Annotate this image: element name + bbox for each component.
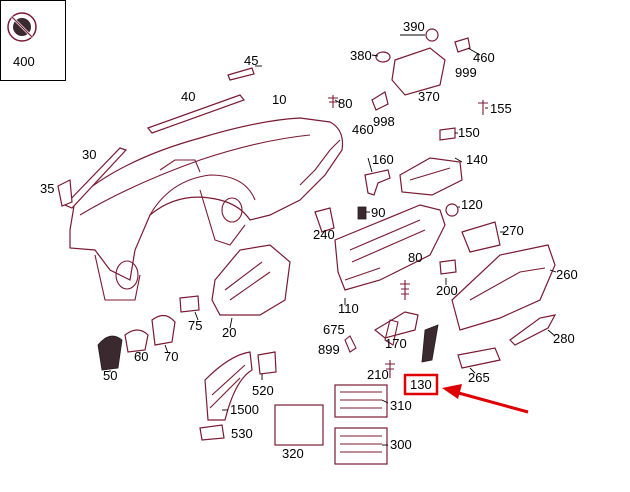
callout-80: 80 xyxy=(338,96,352,111)
part-120 xyxy=(445,203,459,217)
part-530 xyxy=(199,424,225,441)
callout-70: 70 xyxy=(164,349,178,364)
red-arrow-shaft xyxy=(454,390,529,414)
screw-210 xyxy=(385,360,395,378)
callout-140: 140 xyxy=(466,152,488,167)
part-200 xyxy=(439,259,457,275)
trim-30 xyxy=(63,147,128,209)
callout-1500: 1500 xyxy=(230,402,259,417)
vent-50 xyxy=(97,335,123,371)
callout-labels: 390 380 460 999 370 80 155 998 460 150 4… xyxy=(40,19,578,461)
callout-320: 320 xyxy=(282,446,304,461)
hinge-240 xyxy=(314,207,335,233)
part-899 xyxy=(344,335,357,353)
dashboard-assembly xyxy=(69,117,344,301)
callout-120: 120 xyxy=(461,197,483,212)
vent-70 xyxy=(151,314,176,346)
trim-40 xyxy=(147,94,245,134)
damper-130 xyxy=(421,324,439,363)
highlight-box xyxy=(403,373,439,396)
airbag-370 xyxy=(328,28,488,141)
part-75 xyxy=(179,295,200,313)
callout-240: 240 xyxy=(313,227,335,242)
highlight-130: 130 xyxy=(403,373,529,414)
glovebox-frame-110 xyxy=(334,204,446,291)
vent-60 xyxy=(124,329,149,353)
callout-80b: 80 xyxy=(408,250,422,265)
inset-400: 400 xyxy=(0,0,66,81)
air-duct-1500 xyxy=(204,351,253,421)
latch-160 xyxy=(364,169,391,196)
callout-20: 20 xyxy=(222,325,236,340)
bracket-140 xyxy=(399,157,463,196)
callout-530: 530 xyxy=(231,426,253,441)
callout-170: 170 xyxy=(385,336,407,351)
callout-370: 370 xyxy=(418,89,440,104)
callout-280: 280 xyxy=(553,331,575,346)
part-90 xyxy=(357,206,367,220)
callout-998: 998 xyxy=(373,114,395,129)
frame-270 xyxy=(461,221,501,253)
callout-300: 300 xyxy=(390,437,412,452)
callout-270: 270 xyxy=(502,223,524,238)
callout-260: 260 xyxy=(556,267,578,282)
part-45 xyxy=(227,67,255,81)
screw-80 xyxy=(400,280,410,300)
callout-265: 265 xyxy=(468,370,490,385)
callout-40: 40 xyxy=(181,89,195,104)
leader-lines xyxy=(109,34,557,446)
callout-400: 400 xyxy=(13,54,35,69)
callout-10: 10 xyxy=(272,92,286,107)
callout-45: 45 xyxy=(244,53,258,68)
trim-280 xyxy=(509,314,557,346)
red-arrow-head xyxy=(442,384,462,399)
callout-30: 30 xyxy=(82,147,96,162)
callout-390: 390 xyxy=(403,19,425,34)
callout-130: 130 xyxy=(410,377,432,392)
callout-460b: 460 xyxy=(352,122,374,137)
callout-90: 90 xyxy=(371,205,385,220)
callout-35: 35 xyxy=(40,181,54,196)
callout-150: 150 xyxy=(458,125,480,140)
bracket-675 xyxy=(373,311,419,339)
vent-300 xyxy=(334,427,388,465)
callout-460: 460 xyxy=(473,50,495,65)
callout-899: 899 xyxy=(318,342,340,357)
part-320 xyxy=(274,404,324,446)
callout-210: 210 xyxy=(367,367,389,382)
callout-155: 155 xyxy=(490,101,512,116)
callout-50: 50 xyxy=(103,368,117,383)
vent-310 xyxy=(334,384,388,418)
callout-110: 110 xyxy=(338,301,359,316)
part-35 xyxy=(57,179,73,207)
callout-160: 160 xyxy=(372,152,394,167)
callout-520: 520 xyxy=(252,383,274,398)
callout-310: 310 xyxy=(390,398,412,413)
duct-20 xyxy=(211,244,291,316)
part-170 xyxy=(384,319,399,346)
callout-999: 999 xyxy=(455,65,477,80)
callout-60: 60 xyxy=(134,349,148,364)
part-520 xyxy=(257,351,277,375)
callout-75: 75 xyxy=(188,318,202,333)
callout-675: 675 xyxy=(323,322,345,337)
glovebox-260 xyxy=(451,244,556,331)
callout-200: 200 xyxy=(436,283,458,298)
no-airbag-icon xyxy=(7,12,37,42)
callout-380: 380 xyxy=(350,48,372,63)
part-265 xyxy=(457,347,501,369)
